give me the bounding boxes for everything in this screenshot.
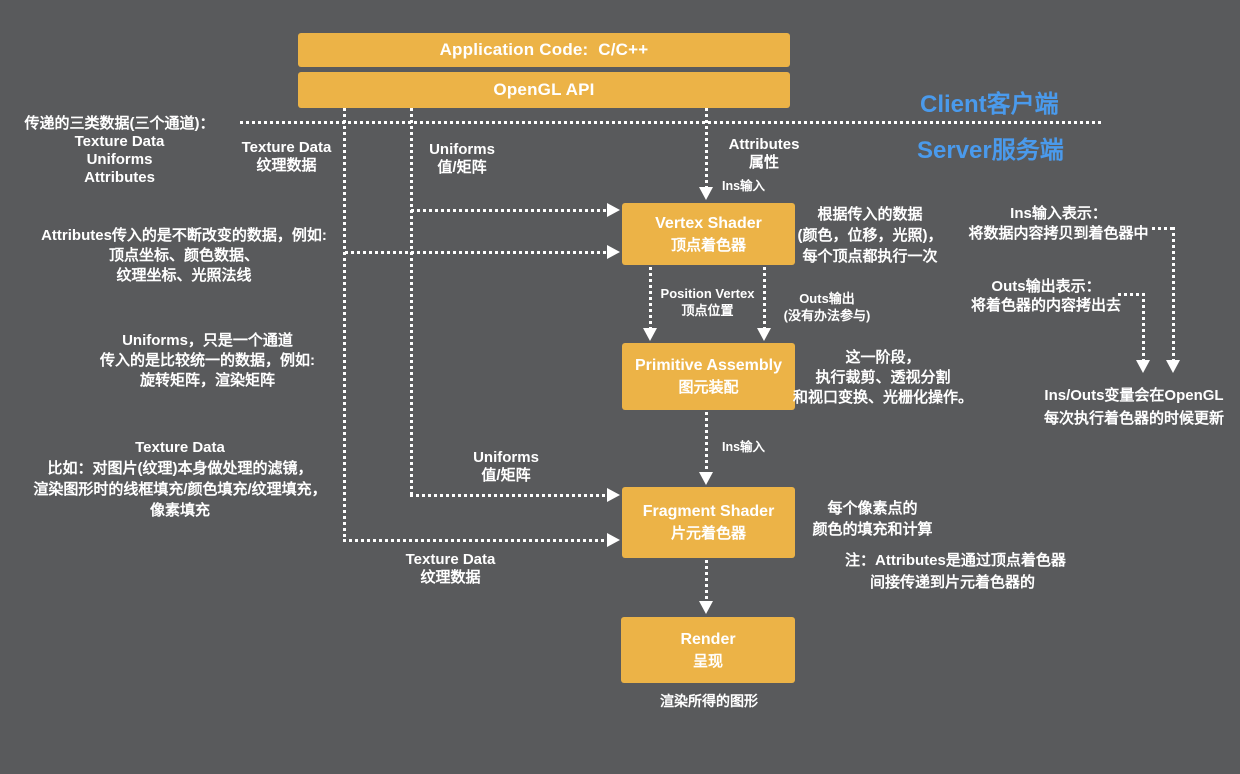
uniforms-label-mid: Uniforms 值/矩阵 [473, 449, 539, 484]
assembly-to-fragment-arrowhead [699, 472, 713, 485]
server-zone-label: Server服务端 [917, 137, 1064, 164]
attributes-label-top: Attributes 属性 [728, 136, 800, 171]
texture-to-fragment-line [343, 539, 608, 542]
attributes-pass-note: 注：Attributes是通过顶点着色器间接传递到片元着色器的 [845, 552, 1066, 591]
texture-data-channel-line [343, 108, 346, 542]
uniforms-description-note: Uniforms，只是一个通道传入的是比较统一的数据，例如:旋转矩阵，渲染矩阵 [100, 332, 315, 389]
ins-input-label-fragment: Ins输入 [721, 440, 766, 454]
ins-explanation-note: Ins输入表示：将数据内容拷贝到着色器中 [968, 205, 1149, 242]
ins-connector-horizontal-line [1152, 227, 1176, 230]
application-code-label: Application Code: C/C++ [439, 40, 649, 59]
texture-to-vertex-arrowhead [607, 245, 620, 259]
attributes-description-note: Attributes传入的是不断改变的数据，例如:顶点坐标、颜色数据、纹理坐标、… [41, 227, 327, 284]
position-vertex-arrowhead [643, 328, 657, 341]
outs-connector-vertical-line [1142, 293, 1145, 361]
client-zone-label: Client客户端 [920, 91, 1059, 118]
uniforms-channel-line [410, 108, 413, 497]
fragment-to-render-arrowhead [699, 601, 713, 614]
client-server-separator-line [240, 121, 1102, 124]
outs-arrowhead [757, 328, 771, 341]
outs-connector-horizontal-line [1118, 293, 1145, 296]
render-result-caption: 渲染所得的图形 [660, 693, 758, 709]
outs-output-label: Outs输出 (没有办法参与) [783, 291, 871, 323]
texture-data-label-top: Texture Data 纹理数据 [241, 139, 332, 174]
render-label-en: Render [680, 630, 736, 648]
uniforms-to-vertex-line [411, 209, 608, 212]
fragment-shader-label-zh: 片元着色器 [670, 525, 746, 542]
opengl-api-box: OpenGL API [298, 72, 790, 108]
ins-input-label-vertex: Ins输入 [721, 179, 766, 193]
primitive-assembly-box: Primitive Assembly 图元装配 [622, 343, 795, 410]
attributes-channel-line [705, 108, 708, 188]
position-vertex-line [649, 267, 652, 329]
render-label-zh: 呈现 [692, 652, 723, 670]
render-box: Render 呈现 [621, 617, 795, 683]
opengl-api-label: OpenGL API [493, 80, 595, 99]
uniforms-label-top: Uniforms 值/矩阵 [429, 141, 495, 176]
outs-connector-arrowhead [1136, 360, 1150, 373]
outs-explanation-note: Outs输出表示：将着色器的内容拷出去 [970, 278, 1121, 314]
uniforms-to-fragment-arrowhead [607, 488, 620, 502]
texture-to-vertex-line [345, 251, 608, 254]
ins-connector-vertical-line [1172, 227, 1175, 361]
fragment-to-render-line [705, 560, 708, 602]
vertex-shader-box: Vertex Shader 顶点着色器 [622, 203, 795, 265]
attributes-arrowhead [699, 187, 713, 200]
uniforms-to-vertex-arrowhead [607, 203, 620, 217]
vertex-shader-description-note: 根据传入的数据(颜色，位移，光照)，每个顶点都执行一次 [797, 206, 943, 265]
outs-line [763, 267, 766, 329]
position-vertex-label: Position Vertex 顶点位置 [660, 286, 755, 318]
assembly-to-fragment-line [705, 412, 708, 473]
fragment-shader-box: Fragment Shader 片元着色器 [622, 487, 795, 558]
primitive-assembly-label-zh: 图元装配 [678, 379, 739, 396]
fragment-shader-label-en: Fragment Shader [642, 503, 775, 520]
vertex-shader-label-en: Vertex Shader [655, 214, 762, 232]
texture-to-fragment-arrowhead [607, 533, 620, 547]
ins-connector-arrowhead [1166, 360, 1180, 373]
vertex-shader-label-zh: 顶点着色器 [670, 236, 746, 254]
uniforms-to-fragment-line [410, 494, 608, 497]
primitive-assembly-label-en: Primitive Assembly [634, 357, 783, 374]
application-code-box: Application Code: C/C++ [298, 33, 790, 67]
fragment-shader-description-note: 每个像素点的颜色的填充和计算 [812, 500, 933, 538]
texture-data-label-mid: Texture Data 纹理数据 [405, 551, 496, 586]
primitive-assembly-description-note: 这一阶段，执行裁剪、透视分割和视口变换、光栅化操作。 [792, 349, 973, 406]
